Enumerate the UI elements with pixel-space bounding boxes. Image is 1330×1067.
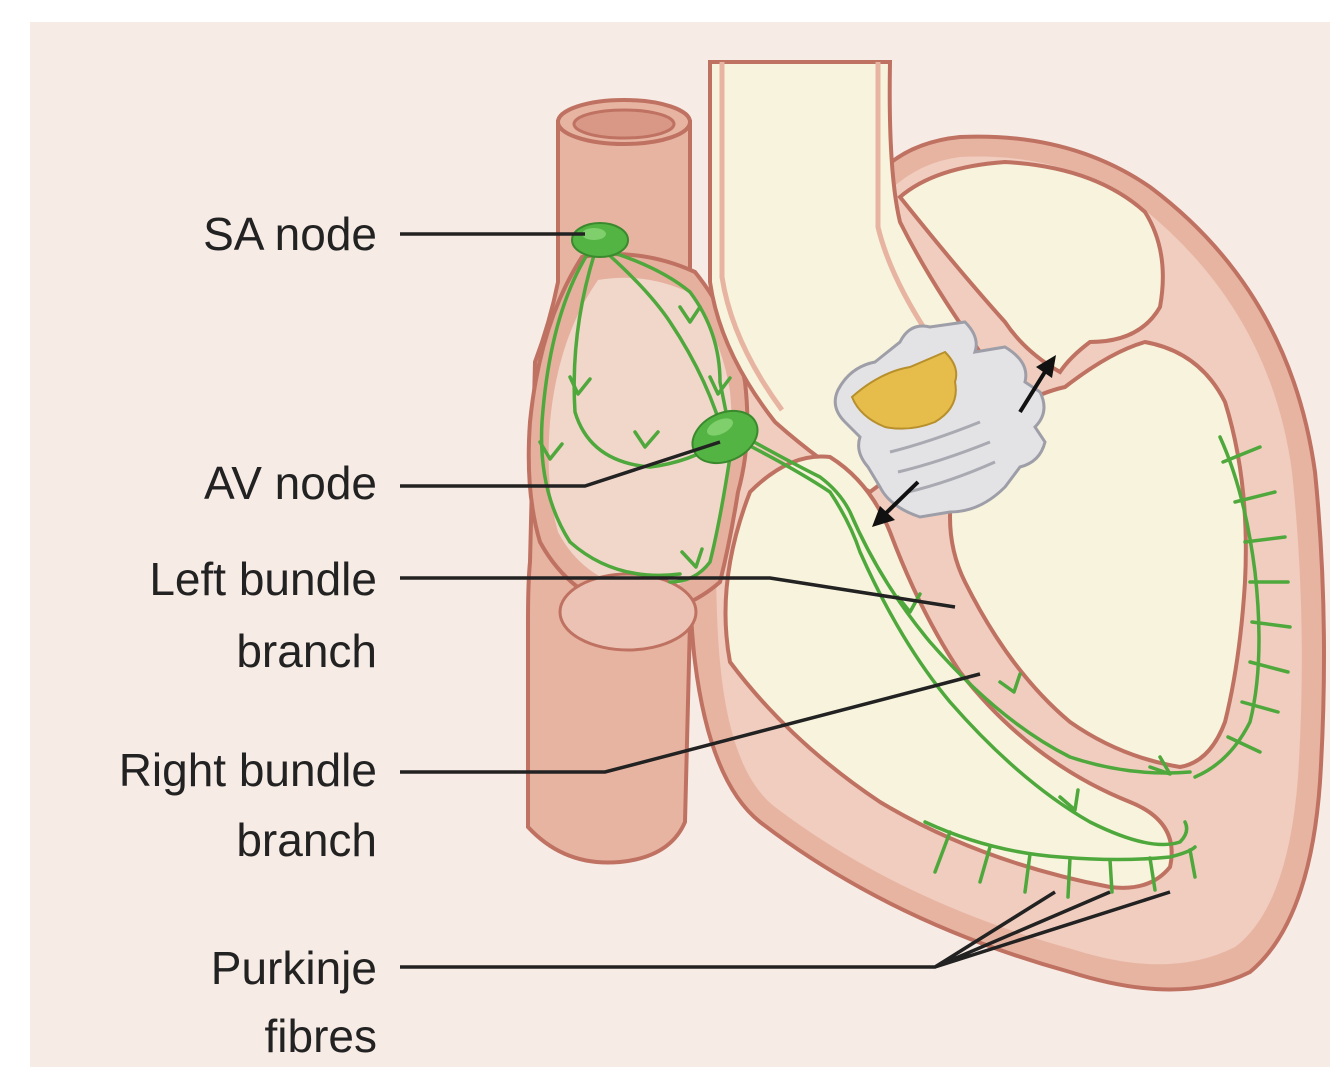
label-right-bundle-line1: Right bundle (119, 744, 377, 796)
sa-node-shape (572, 223, 628, 257)
heart-conduction-diagram: SA node AV node Left bundle branch Right… (30, 22, 1330, 1067)
label-left-bundle-line2: branch (236, 625, 377, 677)
label-purkinje-line1: Purkinje (211, 942, 377, 994)
label-av-node: AV node (204, 457, 377, 509)
label-left-bundle-line1: Left bundle (149, 553, 377, 605)
label-sa-node: SA node (203, 208, 377, 260)
label-right-bundle-line2: branch (236, 814, 377, 866)
label-purkinje-line2: fibres (265, 1010, 377, 1062)
